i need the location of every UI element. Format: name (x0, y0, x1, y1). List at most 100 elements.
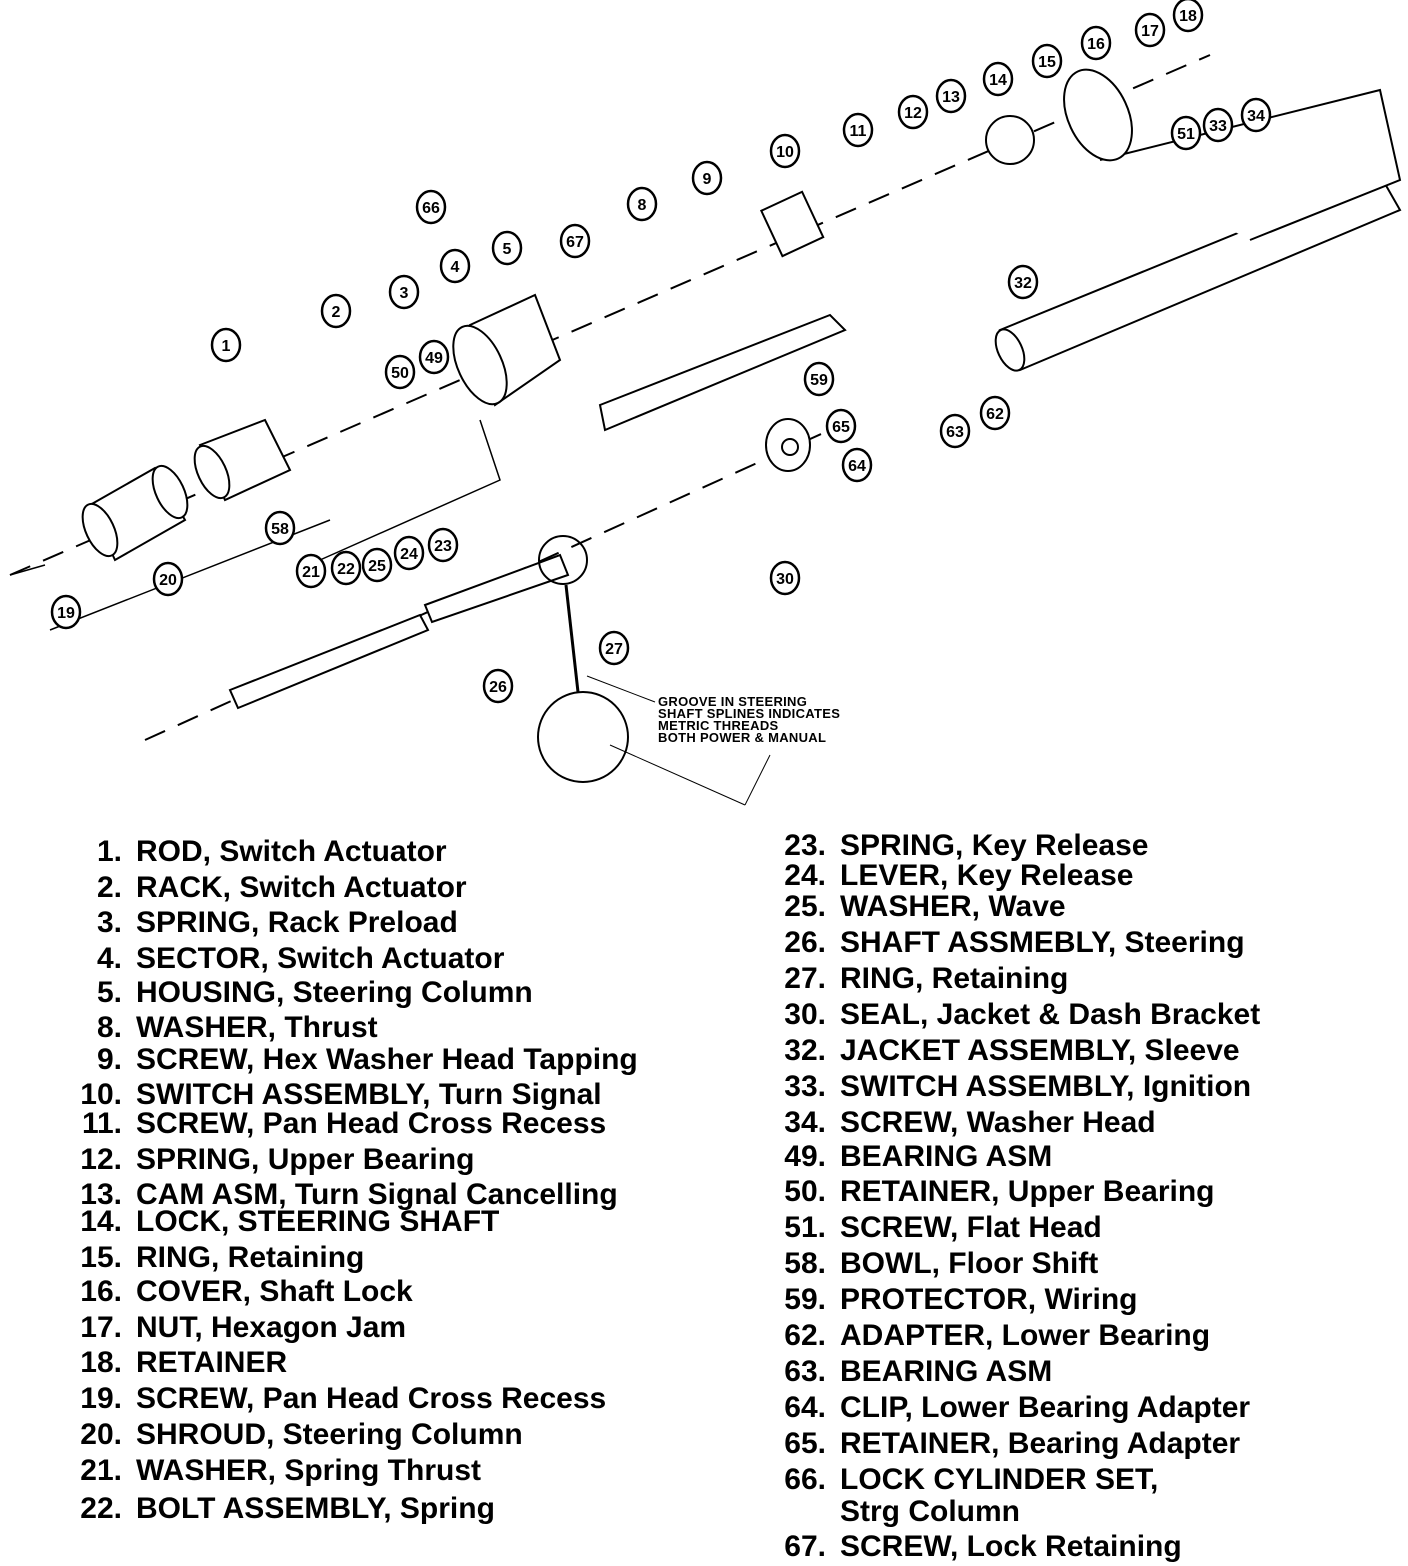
legend-number: 32. (784, 1034, 826, 1067)
callout-15: 15 (1031, 43, 1063, 79)
legend-item: 58.BOWL, Floor Shift (768, 1249, 1098, 1279)
callout-8: 8 (626, 186, 658, 222)
callout-circle (1170, 115, 1202, 151)
legend-item: 20.SHROUD, Steering Column (60, 1420, 522, 1450)
callout-33: 33 (1202, 107, 1234, 143)
callout-circle (50, 594, 82, 630)
legend-number: 2. (96, 871, 122, 904)
legend-text: RETAINER, Upper Bearing (840, 1175, 1215, 1208)
callout-66: 66 (415, 189, 447, 225)
callout-22: 22 (330, 550, 362, 586)
note-line: BOTH POWER & MANUAL (658, 730, 827, 745)
callout-number: 9 (703, 171, 712, 188)
callout-circle (841, 447, 873, 483)
legend-number: 25. (784, 890, 826, 923)
legend-number: 24. (784, 859, 826, 892)
seal-hole (781, 438, 799, 456)
legend-text: SHAFT ASSMEBLY, Steering (840, 926, 1245, 959)
legend-text: SCREW, Washer Head (840, 1106, 1156, 1139)
housing-part (452, 293, 562, 407)
wiring-protector-part (598, 313, 847, 432)
callout-circle (210, 327, 242, 363)
callout-16: 16 (1080, 25, 1112, 61)
callout-26: 26 (482, 668, 514, 704)
legend-text: WASHER, Thrust (136, 1011, 378, 1044)
legend-number: 12. (80, 1143, 122, 1176)
callout-64: 64 (841, 447, 873, 483)
legend-number: 26. (784, 926, 826, 959)
callout-17: 17 (1134, 12, 1166, 48)
legend-number: 49. (784, 1140, 826, 1173)
callout-circle (939, 413, 971, 449)
callout-number: 26 (489, 679, 507, 696)
legend-number: 50. (784, 1175, 826, 1208)
legend-number: 30. (784, 998, 826, 1031)
callout-number: 18 (1179, 8, 1197, 25)
callout-14: 14 (982, 61, 1014, 97)
callout-circle (1202, 107, 1234, 143)
callout-4: 4 (439, 248, 471, 284)
legend-item: 30.SEAL, Jacket & Dash Bracket (768, 1000, 1260, 1030)
callout-number: 20 (159, 572, 177, 589)
legend-number: 15. (80, 1241, 122, 1274)
callout-20: 20 (152, 561, 184, 597)
legend-text: JACKET ASSEMBLY, Sleeve (840, 1034, 1240, 1067)
legend-text: SPRING, Rack Preload (136, 906, 458, 939)
legend-item: 62.ADAPTER, Lower Bearing (768, 1321, 1210, 1351)
callout-34: 34 (1240, 97, 1272, 133)
callout-11: 11 (842, 112, 874, 148)
callout-number: 32 (1014, 275, 1032, 292)
legend-text: LOCK CYLINDER SET, (840, 1463, 1159, 1496)
callout-number: 30 (776, 571, 794, 588)
callout-50: 50 (384, 354, 416, 390)
callout-67: 67 (559, 223, 591, 259)
callout-number: 51 (1177, 126, 1195, 143)
legend-text: WASHER, Spring Thrust (136, 1454, 481, 1487)
legend-number: 9. (96, 1043, 122, 1076)
callout-circle (491, 230, 523, 266)
callout-circle (803, 361, 835, 397)
legend-text: Strg Column (840, 1495, 1020, 1528)
legend-number: 5. (96, 976, 122, 1009)
legend-number: 65. (784, 1427, 826, 1460)
legend-item: 21.WASHER, Spring Thrust (60, 1456, 481, 1486)
callout-circle (1031, 43, 1063, 79)
legend-item: 13.CAM ASM, Turn Signal Cancelling (60, 1180, 617, 1210)
callout-circle (152, 561, 184, 597)
callout-circle (393, 535, 425, 571)
lock-part (985, 115, 1035, 165)
callout-number: 65 (832, 419, 850, 436)
legend-item: 27.RING, Retaining (768, 964, 1068, 994)
legend-item: 33.SWITCH ASSEMBLY, Ignition (768, 1072, 1251, 1102)
legend-item: 65.RETAINER, Bearing Adapter (768, 1429, 1240, 1459)
callout-circle (330, 550, 362, 586)
legend-number: 16. (80, 1275, 122, 1308)
callout-circle (598, 630, 630, 666)
callout-circle (1240, 97, 1272, 133)
legend-text: SWITCH ASSEMBLY, Ignition (840, 1070, 1252, 1103)
callout-number: 63 (946, 424, 964, 441)
legend-text: NUT, Hexagon Jam (136, 1311, 407, 1344)
legend-number: 11. (81, 1107, 122, 1140)
legend-number: 34. (784, 1106, 826, 1139)
callout-number: 49 (425, 350, 443, 367)
seal-part (765, 418, 811, 472)
callout-number: 1 (222, 338, 231, 355)
callout-65: 65 (825, 408, 857, 444)
callout-number: 2 (332, 304, 341, 321)
callout-number: 13 (942, 89, 960, 106)
legend-item: 23.SPRING, Key Release (768, 831, 1148, 861)
callout-number: 4 (451, 259, 460, 276)
legend-number: 17. (80, 1311, 122, 1344)
legend-item: Strg Column (768, 1497, 1020, 1527)
callout-23: 23 (427, 527, 459, 563)
detail-leader (564, 584, 580, 693)
legend-number: 3. (96, 906, 122, 939)
legend-text: RING, Retaining (840, 962, 1069, 995)
callout-number: 23 (434, 538, 452, 555)
note-leader (586, 675, 656, 703)
callout-30: 30 (769, 560, 801, 596)
callout-number: 15 (1038, 54, 1056, 71)
callout-32: 32 (1007, 264, 1039, 300)
